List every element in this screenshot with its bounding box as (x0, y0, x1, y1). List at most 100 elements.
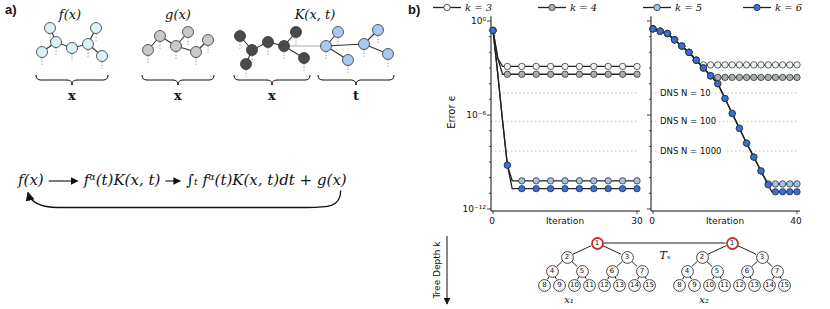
node-circle (621, 251, 633, 263)
series-marker (693, 57, 699, 63)
node-circle (569, 279, 581, 291)
axis-tick (489, 146, 491, 147)
node-circle (546, 265, 558, 277)
kernel-x-glyph (235, 27, 310, 79)
series-marker (562, 185, 568, 191)
axis-line (651, 16, 652, 211)
axis-tick (489, 130, 491, 131)
series-marker (664, 30, 670, 36)
glyph-node (97, 51, 108, 62)
node-circle (554, 279, 566, 291)
series-marker (519, 71, 525, 77)
tree-node: 14 (628, 279, 641, 292)
axis-tick (489, 83, 491, 84)
series-marker (743, 74, 749, 80)
glyph-node (241, 59, 252, 70)
node-number: 11 (585, 282, 594, 289)
series-marker (605, 71, 611, 77)
series-marker (715, 74, 721, 80)
series-marker (671, 37, 677, 43)
series-marker (779, 74, 785, 80)
axis-tick (489, 177, 491, 178)
series-marker (772, 189, 778, 195)
series-marker (576, 185, 582, 191)
series-marker (715, 62, 721, 68)
series-marker (794, 74, 800, 80)
axis-tick (647, 209, 651, 210)
glyph-node (51, 37, 62, 48)
series-marker (576, 178, 582, 184)
reference-label: DNS N = 10 (658, 89, 713, 98)
legend-marker (654, 4, 660, 10)
tree-node: 12 (733, 279, 746, 292)
tree-edge (738, 246, 756, 255)
axis-tick (653, 211, 654, 214)
glyph-leg (188, 38, 189, 46)
series-marker (634, 63, 640, 69)
series-marker (664, 30, 670, 36)
g-tree-glyph (143, 27, 214, 67)
series-marker (787, 181, 793, 187)
tree-edge (548, 277, 549, 280)
glyph-node (333, 27, 344, 38)
series-marker (722, 95, 728, 101)
series-marker (686, 49, 692, 55)
series-marker (619, 63, 625, 69)
depth-arrow (447, 236, 448, 304)
variable-label: x (268, 89, 276, 102)
series-marker (794, 62, 800, 68)
variable-label: x₁ (564, 295, 574, 305)
glyph-node (183, 27, 194, 38)
node-number: 3 (760, 254, 764, 261)
series-marker (562, 178, 568, 184)
node-circle (727, 238, 738, 249)
tree-edge (743, 277, 744, 280)
tree-node: 8 (538, 279, 551, 292)
series-line (653, 29, 797, 184)
legend-sample (537, 2, 567, 13)
series-marker (758, 62, 764, 68)
axis-title: Iteration (706, 217, 744, 226)
tree-node: 12 (598, 279, 611, 292)
series-marker (772, 62, 778, 68)
tree-node: 10 (568, 279, 581, 292)
legend-label: k = 6 (775, 3, 802, 13)
axis-tick (649, 193, 651, 194)
tree-edge (608, 277, 609, 280)
node-number: 4 (550, 268, 554, 275)
series-marker (758, 168, 764, 174)
tree-node: 5 (576, 265, 589, 278)
series-marker (671, 37, 677, 43)
tick-label: 0 (649, 217, 655, 226)
tree-node: 9 (688, 279, 701, 292)
tree-edge (720, 277, 721, 280)
glyph-node (279, 41, 290, 52)
legend-sample (642, 2, 672, 13)
series-marker (722, 74, 728, 80)
node-circle (741, 265, 753, 277)
glyph-node (37, 47, 48, 58)
tree-edge (692, 261, 697, 266)
series-marker (576, 71, 582, 77)
series-marker (657, 28, 663, 34)
tree-edge (683, 277, 684, 280)
series-marker (650, 26, 656, 32)
variable-label: x (174, 89, 182, 102)
tree-node: 9 (553, 279, 566, 292)
glyph-leg (160, 42, 161, 50)
series-marker (736, 62, 742, 68)
tree-node: 4 (546, 265, 559, 278)
equation-term: fᵅ(t)K(x, t) (84, 173, 161, 188)
tree-edge (708, 246, 726, 255)
series-marker (715, 80, 721, 86)
node-number: 1 (595, 240, 599, 247)
tree-node: 13 (748, 279, 761, 292)
node-circle (539, 279, 551, 291)
series-marker (736, 125, 742, 131)
axis-tick (647, 21, 651, 22)
axis-tick (487, 21, 491, 22)
series-line (493, 30, 637, 180)
series-marker (490, 27, 496, 33)
series-marker (664, 30, 670, 36)
